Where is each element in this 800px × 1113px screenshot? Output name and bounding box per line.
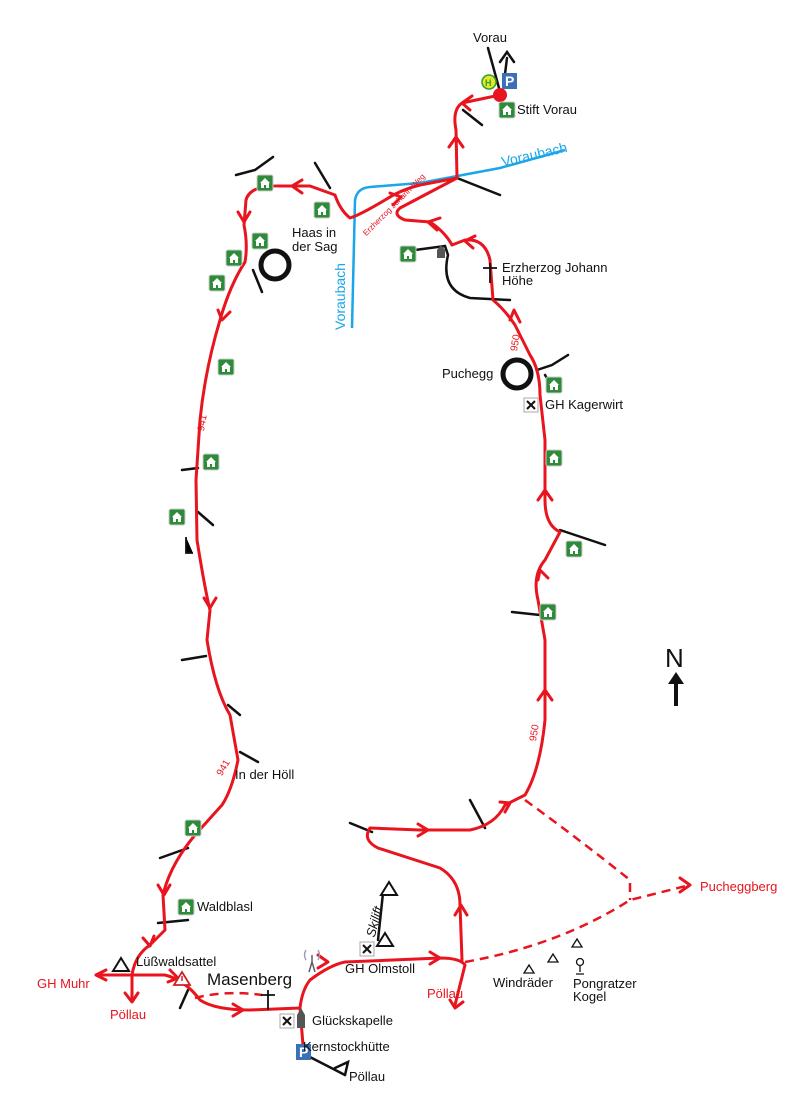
place-label-stift-vorau: Stift Vorau: [517, 102, 577, 117]
road-number: 950: [508, 333, 523, 353]
route-arrows: [94, 94, 692, 1018]
place-label-haas-2: der Sag: [292, 239, 338, 254]
place-label-gh-olmstoll: GH Olmstoll: [345, 961, 416, 976]
bus-turnaround-icon: [500, 357, 534, 391]
dashed-trail-east: [464, 798, 691, 964]
place-label-ej-hoehe-2: Höhe: [502, 273, 534, 288]
place-label-glueckskapelle: Glückskapelle: [312, 1013, 393, 1028]
place-label-in-der-hoell: In der Höll: [235, 767, 295, 782]
destination-label-gh-muhr: GH Muhr: [37, 976, 90, 991]
antenna-icon: [303, 949, 321, 973]
place-label-gh-kagerwirt: GH Kagerwirt: [545, 397, 624, 412]
viewpoint-icon: [575, 957, 585, 975]
place-label-masenberg: Masenberg: [207, 970, 293, 989]
destination-label-poellau: Pöllau: [110, 1007, 147, 1022]
place-label-pongratzer-kogel-2: Kogel: [573, 989, 607, 1004]
place-label-ej-hoehe: Erzherzog Johann: [502, 260, 608, 275]
place-label-kernstockhuette: Kernstockhütte: [303, 1039, 390, 1054]
cross-icon: [185, 263, 497, 1010]
masenberg-path-dashed: [194, 991, 263, 1000]
parking-label: P: [299, 1044, 309, 1060]
place-label-vorau: Vorau: [473, 30, 507, 45]
parking-label: P: [505, 73, 515, 89]
road-number: 950: [527, 723, 542, 743]
bus-stop-label: H: [485, 78, 492, 88]
compass-north-label: N: [665, 643, 684, 673]
start-point-marker: [493, 88, 507, 102]
parking-icon: [296, 1044, 311, 1060]
north-arrow-icon: [668, 672, 684, 706]
side-roads: [156, 46, 607, 1077]
place-label-puchegg: Puchegg: [442, 366, 494, 381]
chapel-icon: [297, 245, 445, 1028]
hiking-route: [98, 93, 562, 1047]
bus-turnaround-icon: [258, 248, 292, 282]
warning-icon: [172, 970, 192, 986]
place-label-haas: Haas in: [292, 225, 337, 240]
voraubach-river: [350, 148, 566, 329]
place-label-waldblasl: Waldblasl: [197, 899, 253, 914]
road-number: 941: [195, 413, 210, 433]
destination-label-pucheggberg: Pucheggberg: [700, 879, 778, 894]
parking-icon: [502, 73, 517, 89]
destination-label-poellau-mid: Pöllau: [427, 986, 464, 1001]
windraeder-label: Windräder: [493, 975, 553, 990]
place-label-pongratzer-kogel: Pongratzer: [573, 976, 637, 991]
river-label: Voraubach: [332, 263, 348, 330]
restaurant-icon: [279, 397, 539, 1029]
place-label-luesswaldsattel: Lüßwaldsattel: [136, 954, 217, 969]
destination-label-poellau-bottom: Pöllau: [349, 1069, 386, 1084]
bus-stop-icon: [481, 74, 497, 90]
